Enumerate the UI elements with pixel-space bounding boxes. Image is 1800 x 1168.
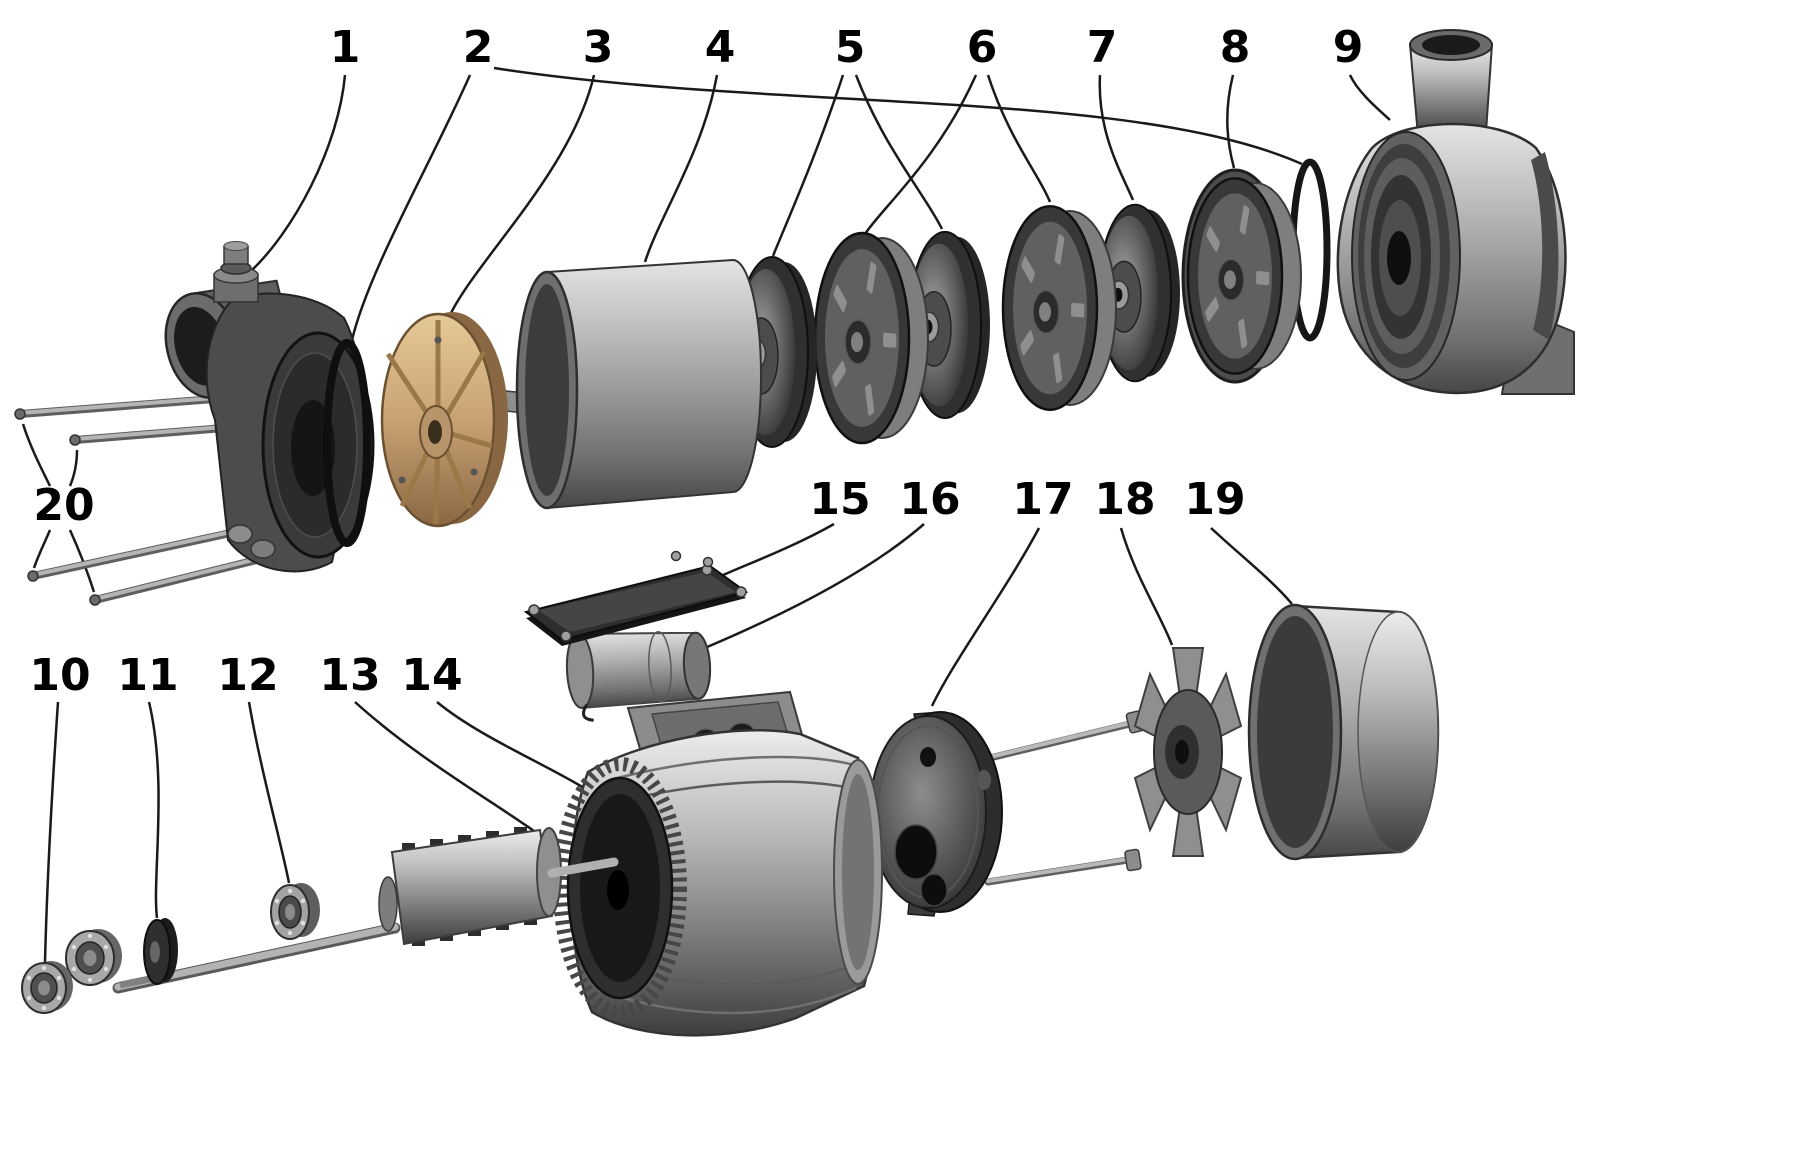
fill-plug-bolt <box>213 241 259 303</box>
leader-line-1 <box>251 74 347 271</box>
leader-line-2-left <box>350 74 472 341</box>
part-3-diffuser-plate <box>380 312 508 528</box>
part-label-18: 18 <box>1094 474 1155 525</box>
part-label-12: 12 <box>217 650 278 701</box>
leader-line-5b <box>854 74 944 230</box>
leader-line-20a <box>21 423 52 487</box>
leader-line-11 <box>147 701 160 919</box>
part-17-end-shield <box>867 711 1003 917</box>
leader-line-20c <box>32 529 52 569</box>
bearing <box>65 929 122 986</box>
drain-nut <box>227 524 253 544</box>
part-11-slinger-washer <box>143 918 178 985</box>
part-6-diffuser-2 <box>1003 206 1116 410</box>
cover-screw <box>528 550 747 642</box>
part-label-4: 4 <box>705 22 736 73</box>
leader-line-10 <box>43 701 60 963</box>
leader-line-20d <box>68 529 96 593</box>
leader-line-18 <box>1119 527 1174 646</box>
leader-line-20b <box>68 449 79 487</box>
part-18-fan <box>1133 647 1243 857</box>
part-label-2: 2 <box>463 22 494 73</box>
leader-line-6a <box>863 74 978 235</box>
part-9-pump-casing <box>1336 29 1575 395</box>
leader-line-9 <box>1348 74 1391 121</box>
leader-line-15 <box>711 522 835 582</box>
leader-line-2-right <box>493 66 1303 166</box>
leader-lines <box>21 66 1391 963</box>
drain-nut <box>250 539 276 559</box>
motor-through-bolt-lower <box>984 848 1142 886</box>
part-label-13: 13 <box>319 650 380 701</box>
part-6-diffuser-1 <box>815 233 928 443</box>
motor-through-bolt-upper <box>986 710 1145 762</box>
leader-line-6b <box>986 74 1052 203</box>
part-label-9: 9 <box>1333 22 1364 73</box>
part-1-pump-head <box>164 241 375 573</box>
leader-line-4 <box>643 74 719 263</box>
part-label-8: 8 <box>1220 22 1251 73</box>
part-label-11: 11 <box>117 650 178 701</box>
leader-line-5a <box>771 74 845 257</box>
part-label-20: 20 <box>33 480 94 531</box>
leader-line-8 <box>1226 74 1236 169</box>
part-15-terminal-cover <box>523 550 749 646</box>
part-2-o-ring-left <box>323 339 371 547</box>
bearing <box>21 961 73 1014</box>
part-label-6: 6 <box>967 22 998 73</box>
leader-line-3 <box>448 74 596 316</box>
leader-line-16 <box>699 523 925 652</box>
part-8-diffuser-3 <box>1181 168 1301 384</box>
leader-line-13 <box>354 701 557 849</box>
leader-line-19 <box>1210 527 1293 605</box>
part-label-1: 1 <box>330 22 361 73</box>
leader-line-7 <box>1098 74 1135 201</box>
part-10-bearings <box>21 929 122 1014</box>
part-4-pump-sleeve <box>485 258 762 510</box>
part-label-5: 5 <box>835 22 866 73</box>
part-label-3: 3 <box>583 22 614 73</box>
part-label-7: 7 <box>1087 22 1118 73</box>
part-label-10: 10 <box>29 650 90 701</box>
part-16-capacitor <box>565 630 712 722</box>
leader-line-14 <box>436 701 585 790</box>
leader-line-17 <box>930 527 1041 707</box>
leader-line-12 <box>247 701 291 884</box>
part-label-15: 15 <box>809 474 870 525</box>
part-19-fan-cover <box>1247 603 1440 861</box>
part-label-17: 17 <box>1012 474 1073 525</box>
part-labels: 1 2 3 4 5 6 7 8 9 10 11 12 13 14 15 16 1… <box>29 22 1363 701</box>
part-label-14: 14 <box>401 650 462 701</box>
part-13-rotor-shaft <box>112 827 619 994</box>
part-label-16: 16 <box>899 474 960 525</box>
part-label-19: 19 <box>1184 474 1245 525</box>
part-12-bearing <box>270 883 320 940</box>
